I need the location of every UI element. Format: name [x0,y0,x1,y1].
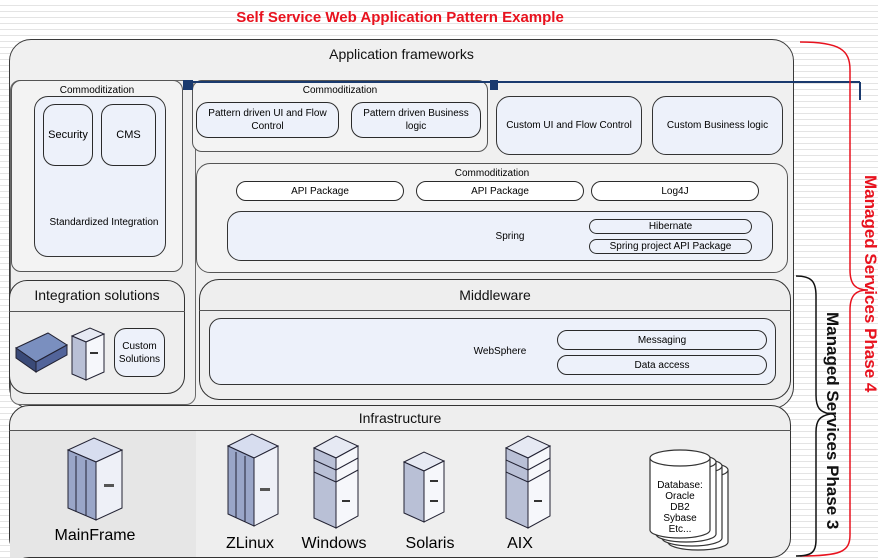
spring-api-label: Spring project API Package [609,241,732,252]
pattern-business-box: Pattern driven Business logic [351,102,481,138]
infrastructure-divider [9,430,791,431]
server-label-windows: Windows [301,535,367,552]
api-package-2-label: API Package [471,185,529,197]
hibernate-box: Hibernate [589,219,752,234]
hibernate-label: Hibernate [648,221,693,232]
messaging-box: Messaging [557,330,767,350]
integration-server-icon [70,327,106,381]
mainframe-label: MainFrame [54,527,136,544]
middleware-divider [199,310,791,311]
api-package-1: API Package [236,181,404,201]
application-frameworks-header: Application frameworks [329,46,474,62]
rule-marker-left [183,80,193,90]
infrastructure-header: Infrastructure [358,410,442,426]
database-label: Database: Oracle DB2 Sybase Etc... [650,480,710,535]
custom-ui-box: Custom UI and Flow Control [496,96,642,155]
log4j-label: Log4J [661,185,689,197]
custom-solutions-label: Custom Solutions [118,340,161,365]
server-label-solaris: Solaris [405,535,455,552]
database-cylinders [649,449,729,551]
messaging-label: Messaging [637,334,687,346]
server-label-zlinux: ZLinux [225,535,275,552]
integration-solutions-header: Integration solutions [34,287,160,303]
middleware-header: Middleware [459,287,531,303]
pattern-business-label: Pattern driven Business logic [363,108,469,132]
phase4-bracket [799,41,869,557]
data-access-box: Data access [557,355,767,375]
integration-divider [9,311,185,312]
websphere-label: WebSphere [473,346,527,357]
custom-solutions-box: Custom Solutions [114,328,165,377]
phase3-label: Managed Services Phase 3 [823,312,842,530]
custom-ui-label: Custom UI and Flow Control [506,120,632,131]
windows-server-icon [312,435,360,529]
network-appliance-icon [15,332,68,373]
database-stack: Database: Oracle DB2 Sybase Etc... [640,449,790,552]
db-line-1: Oracle [665,491,695,502]
security-label: Security [48,128,88,141]
api-package-2: API Package [416,181,584,201]
api-package-1-label: API Package [291,185,349,197]
spring-api-box: Spring project API Package [589,239,752,254]
phase3-bracket [795,275,831,557]
diagram-title: Self Service Web Application Pattern Exa… [236,9,564,26]
zlinux-server-icon [226,433,280,527]
aix-server-icon [504,435,552,529]
pattern-ui-flow-label: Pattern driven UI and Flow Control [208,108,327,132]
left-commoditization-title: Commoditization [59,85,135,96]
library-commoditization-title: Commoditization [454,168,530,179]
server-label-aix: AIX [507,535,533,552]
pattern-ui-flow-box: Pattern driven UI and Flow Control [196,102,339,138]
security-box: Security [43,104,93,166]
mainframe-icon [66,437,124,521]
db-line-3: Sybase [663,513,697,524]
standardized-integration-label: Standardized Integration [49,217,159,228]
custom-business-label: Custom Business logic [666,120,769,131]
cms-label: CMS [116,128,141,141]
phase4-label: Managed Services Phase 4 [861,175,878,393]
spring-label: Spring [495,231,525,242]
cms-box: CMS [101,104,156,166]
db-line-2: DB2 [670,502,690,513]
custom-business-box: Custom Business logic [652,96,783,155]
pattern-commoditization-title: Commoditization [302,85,378,96]
log4j-box: Log4J [591,181,759,201]
solaris-server-icon [402,451,446,523]
data-access-label: Data access [634,359,690,371]
rule-marker-mid [490,80,498,90]
db-line-0: Database: [657,480,703,491]
db-line-4: Etc... [668,524,692,535]
